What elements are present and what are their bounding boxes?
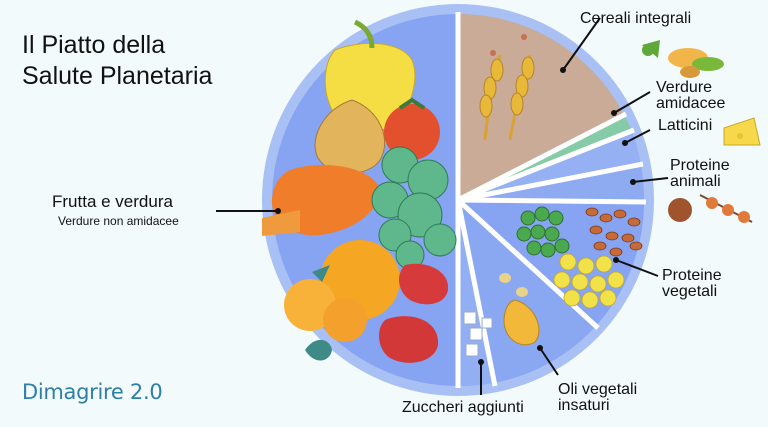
label-proteine-vegetali-line2: vegetali [662,283,718,300]
label-cereali-integrali: Cereali integrali [580,10,692,27]
cheese-icon [723,117,761,146]
nuts-illustration [499,273,540,346]
title-line-1: Il Piatto della [22,31,166,59]
label-verdure-amidacee-line1: Verdure [656,79,713,96]
title-line-2: Salute Planetaria [22,62,213,90]
label-latticini: Latticini [658,117,713,134]
label-zuccheri-aggiunti: Zuccheri aggiunti [402,399,524,416]
brand-logo: Dimagrire 2.0 [22,380,163,404]
label-oli-line1: Oli vegetali [558,381,638,398]
sugar-cubes-icon [463,311,493,357]
wheat-icon [479,34,535,141]
label-oli-line2: insaturi [558,397,610,414]
label-verdure-amidacee: Verdure amidacee [656,80,725,112]
label-oli-vegetali: Oli vegetali insaturi [558,382,637,414]
label-proteine-animali: Proteine animali [670,158,730,190]
leader-lines [216,17,669,395]
label-proteine-animali-line1: Proteine [670,157,730,174]
label-proteine-vegetali: Proteine vegetali [662,268,722,300]
meat-skewer-icon [668,194,753,223]
label-frutta-e-verdura: Frutta e verdura [52,192,173,211]
label-proteine-vegetali-line1: Proteine [662,267,722,284]
page-title: Il Piatto della Salute Planetaria [22,30,212,92]
legumes-illustration [516,206,643,309]
label-proteine-animali-line2: animali [670,173,721,190]
label-verdure-amidacee-line2: amidacee [656,95,726,112]
vegetables-illustration [262,19,457,363]
label-verdure-non-amidacee: Verdure non amidacee [58,214,179,228]
starchy-vegetables-icon [642,40,724,78]
sector-dividers [455,12,647,388]
